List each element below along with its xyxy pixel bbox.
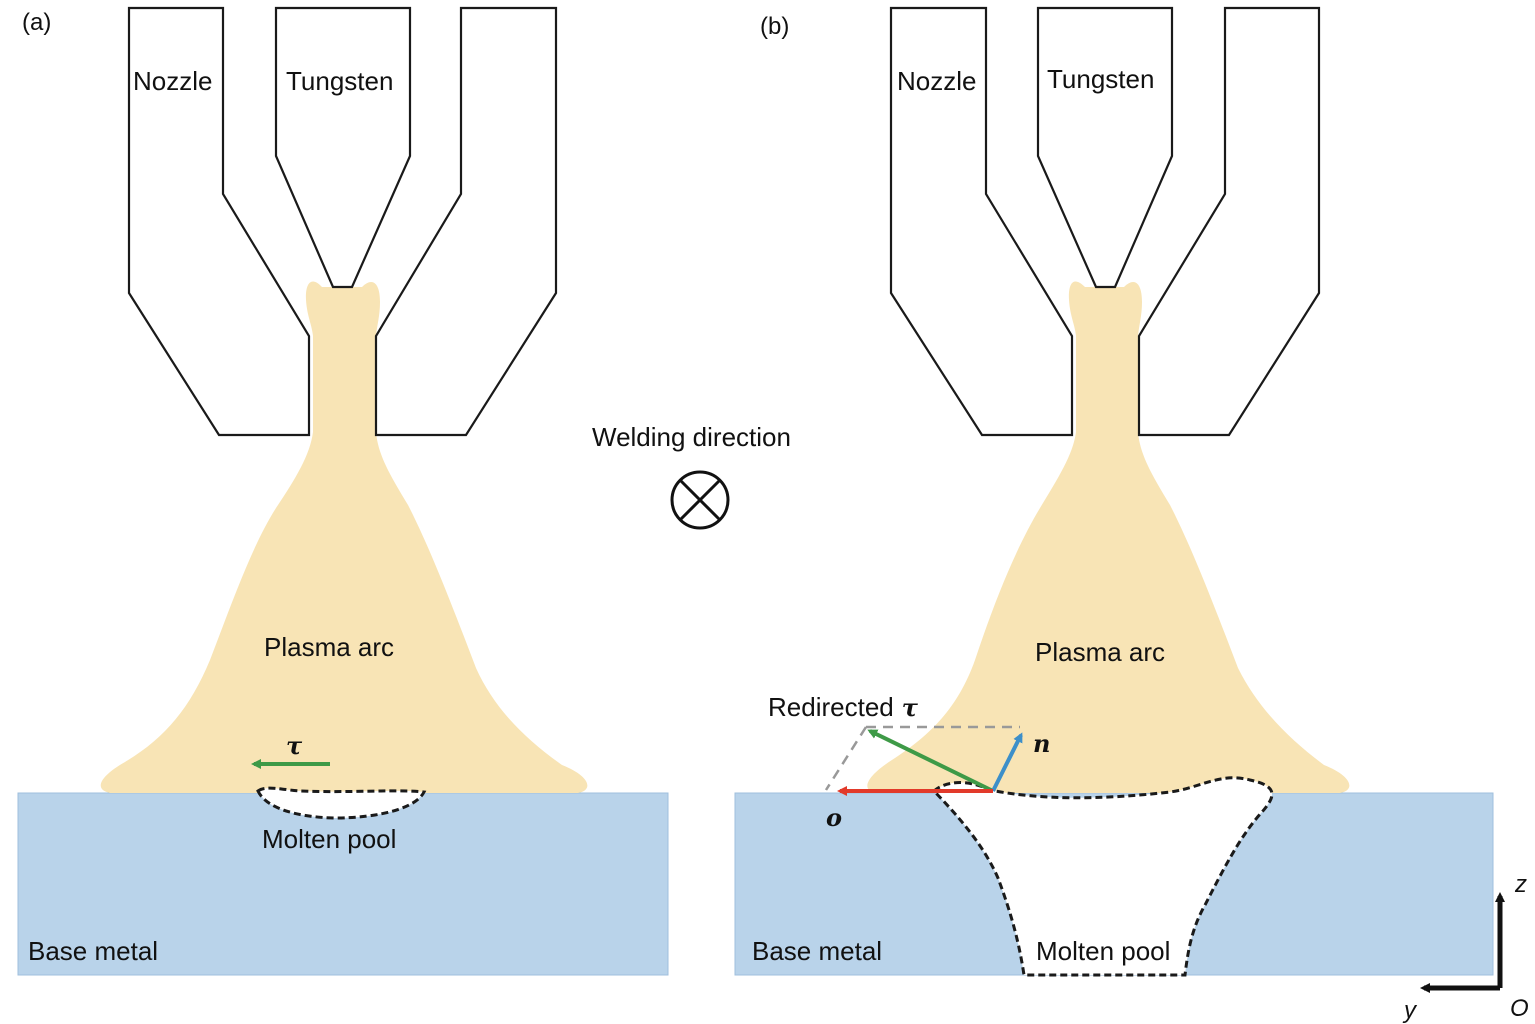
n-symbol: n [1033,729,1050,758]
n-arrow [991,732,1023,792]
base-label-b: Base metal [752,936,882,966]
z-axis-label: z [1514,871,1527,898]
nozzle-label-b: Nozzle [897,66,976,96]
tungsten-b [1036,6,1174,289]
pool-label-b: Molten pool [1036,936,1170,966]
panel-b-label: (b) [760,13,789,40]
nozzle-b-right [1137,6,1321,437]
origin-label: O [1510,995,1529,1022]
panel-a-label: (a) [22,9,51,36]
molten-pool-a [256,786,427,820]
nozzle-b [889,6,1074,437]
o-symbol: o [826,803,842,832]
panel-b: (b) Nozzle Tungsten Plasma arc Molten po… [734,6,1494,977]
tungsten-label-b: Tungsten [1047,64,1154,94]
guide-left [824,726,868,791]
base-metal-a [17,792,669,976]
tau-symbol-a: τ [286,731,303,760]
plasma-arc-a [100,281,588,793]
tungsten-a [274,6,412,289]
plasma-label-a: Plasma arc [264,632,394,662]
nozzle-a [127,6,311,437]
y-axis-label: y [1402,997,1418,1024]
nozzle-a-right [374,6,558,437]
plasma-label-b: Plasma arc [1035,637,1165,667]
molten-pool-b [931,776,1274,977]
welding-direction-label: Welding direction [592,422,791,452]
base-label-a: Base metal [28,936,158,966]
pool-label-a: Molten pool [262,824,396,854]
nozzle-label-a: Nozzle [133,66,212,96]
plasma-arc-b [867,281,1350,793]
into-page-cross-circle-icon [670,470,730,530]
redirected-tau-arrow [867,729,994,793]
tungsten-label-a: Tungsten [286,66,393,96]
coordinate-axes: z y O [1402,871,1529,1024]
welding-direction: Welding direction [592,422,791,530]
panel-a: (a) Nozzle Tungsten Plasma arc τ Molten … [17,6,669,976]
